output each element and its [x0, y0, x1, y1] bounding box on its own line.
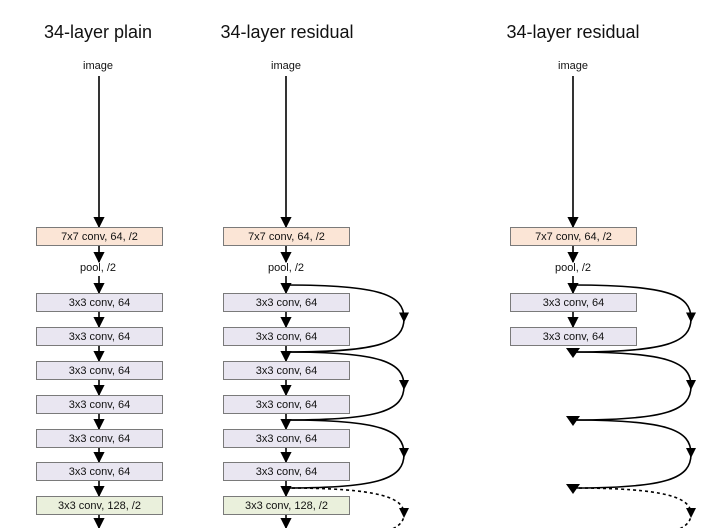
stem-conv-layer: 7x7 conv, 64, /2: [36, 227, 163, 246]
conv-layer: 3x3 conv, 64: [223, 429, 350, 448]
column-title-plain: 34-layer plain: [43, 22, 153, 42]
merge-arrowhead: [566, 484, 580, 494]
conv-layer: 3x3 conv, 64: [36, 429, 163, 448]
column-title-residual-partial: 34-layer residual: [506, 22, 640, 42]
conv-layer: 3x3 conv, 64: [223, 327, 350, 346]
conv-layer: 3x3 conv, 64: [223, 293, 350, 312]
pool-label: pool, /2: [554, 262, 592, 274]
shortcut-arrowhead: [399, 380, 409, 390]
input-label: image: [558, 60, 588, 72]
column-title-residual: 34-layer residual: [220, 22, 354, 42]
input-label: image: [271, 60, 301, 72]
conv-layer: 3x3 conv, 64: [510, 293, 637, 312]
conv-layer: 3x3 conv, 64: [36, 361, 163, 380]
stem-conv-layer: 7x7 conv, 64, /2: [223, 227, 350, 246]
conv-layer: 3x3 conv, 64: [36, 293, 163, 312]
pool-label: pool, /2: [267, 262, 305, 274]
shortcut-arrowhead: [399, 508, 409, 518]
shortcut-arrowhead: [686, 448, 696, 458]
conv-layer: 3x3 conv, 64: [223, 395, 350, 414]
conv-layer: 3x3 conv, 64: [36, 327, 163, 346]
merge-arrowhead: [566, 416, 580, 426]
shortcut-arrowhead: [686, 380, 696, 390]
conv-layer: 3x3 conv, 64: [36, 395, 163, 414]
conv-layer: 3x3 conv, 64: [510, 327, 637, 346]
input-label: image: [83, 60, 113, 72]
shortcut-arrowhead: [686, 312, 696, 323]
pool-label: pool, /2: [79, 262, 117, 274]
conv-layer: 3x3 conv, 64: [223, 361, 350, 380]
conv-layer: 3x3 conv, 64: [36, 462, 163, 481]
identity-shortcut: [572, 419, 692, 489]
identity-shortcut: [572, 351, 692, 421]
shortcut-arrowhead: [399, 312, 409, 323]
projection-shortcut: [572, 487, 692, 528]
shortcut-arrowhead: [686, 508, 696, 518]
shortcut-arrowhead: [399, 448, 409, 458]
stem-conv-layer: 7x7 conv, 64, /2: [510, 227, 637, 246]
conv-layer: 3x3 conv, 64: [223, 462, 350, 481]
conv-layer-downsample: 3x3 conv, 128, /2: [223, 496, 350, 515]
conv-layer-downsample: 3x3 conv, 128, /2: [36, 496, 163, 515]
merge-arrowhead: [566, 348, 580, 358]
